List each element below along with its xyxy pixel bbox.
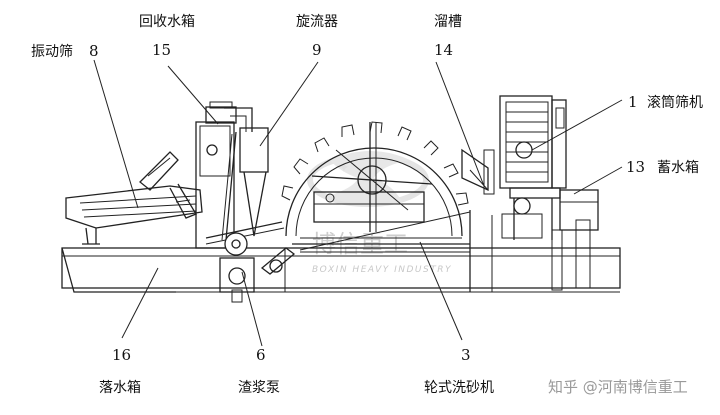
leader-15: [167, 65, 219, 125]
labels: 振动筛 8 回收水箱 15 旋流器 9 溜槽 14 1 滚筒筛机 13 蓄水箱 …: [31, 14, 703, 396]
label-vibrating-screen-num: 8: [89, 42, 99, 60]
label-trommel-num: 1: [628, 93, 638, 111]
chute: [461, 148, 495, 195]
label-storage-tank-name: 蓄水箱: [657, 160, 699, 176]
label-wheel-washer-name: 轮式洗砂机: [424, 380, 494, 396]
leader-9: [259, 61, 319, 147]
label-drop-tank-name: 落水箱: [99, 380, 141, 396]
leader-3: [419, 241, 463, 341]
label-vibrating-screen-name: 振动筛: [31, 44, 73, 60]
credit-text: 知乎 @河南博信重工: [548, 378, 688, 396]
label-slurry-pump-name: 渣浆泵: [238, 380, 280, 396]
leader-1: [531, 99, 623, 151]
leader-6: [241, 271, 263, 347]
recovery-tank-tower: [195, 101, 253, 249]
label-slurry-pump-num: 6: [256, 346, 266, 364]
label-chute-num: 14: [434, 41, 453, 59]
storage-water-tank: [501, 189, 599, 239]
wheel-washer: [281, 121, 471, 251]
label-trommel-name: 滚筒筛机: [647, 94, 703, 111]
trommel-screen: [499, 95, 567, 240]
leader-8: [93, 59, 139, 209]
label-wheel-washer-num: 3: [461, 346, 471, 364]
label-recovery-tank-num: 15: [152, 41, 171, 59]
star-icon: ✦: [338, 160, 350, 176]
leader-14: [435, 61, 485, 187]
leader-lines: [93, 59, 623, 347]
label-chute-name: 溜槽: [434, 14, 462, 30]
machine-drawing: [61, 95, 621, 303]
vibrating-screen: [65, 151, 203, 245]
base-frame: [61, 210, 621, 293]
watermark-logo: ✦: [307, 151, 429, 207]
label-cyclone-num: 9: [312, 41, 322, 59]
cyclone-unit: [205, 127, 285, 245]
label-recovery-tank-name: 回收水箱: [139, 14, 195, 30]
watermark-brand-en: BOXIN HEAVY INDUSTRY: [312, 265, 452, 275]
label-cyclone-name: 旋流器: [296, 14, 338, 30]
leader-13: [573, 166, 623, 195]
label-drop-tank-num: 16: [112, 346, 131, 364]
slurry-pump: [219, 232, 296, 303]
label-storage-tank-num: 13: [626, 158, 645, 176]
leader-16: [121, 267, 159, 339]
